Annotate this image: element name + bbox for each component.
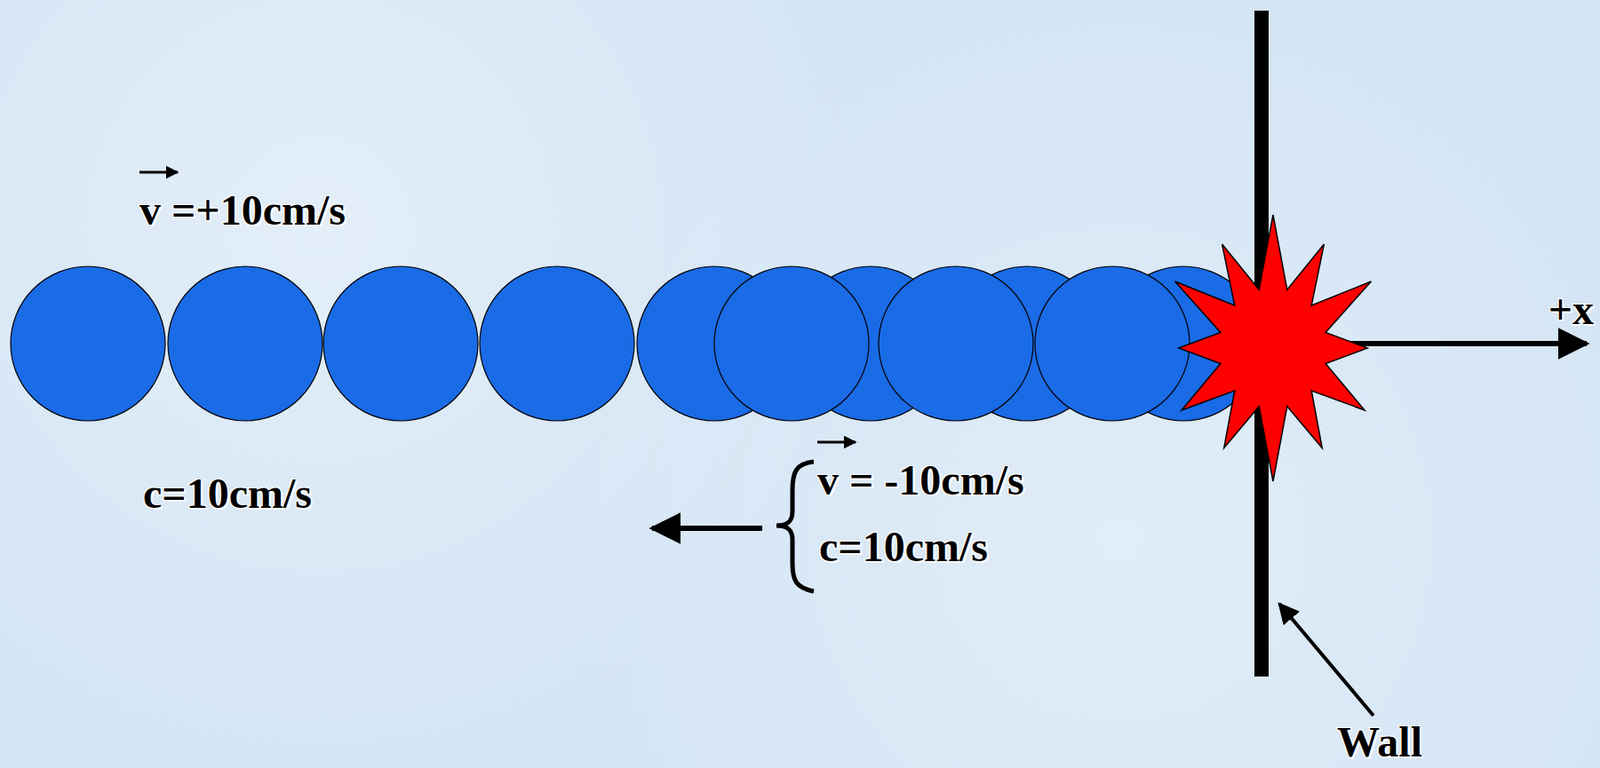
axis-label: +x — [1548, 288, 1594, 332]
velocity-label: v = -10cm/s — [817, 459, 1025, 502]
vector-arrow — [817, 441, 856, 445]
collision-burst — [1175, 214, 1372, 482]
brace — [776, 461, 814, 592]
wall-label: Wall — [1337, 721, 1423, 765]
direction-arrow — [652, 525, 763, 532]
speed-label: c=10cm/s — [143, 472, 312, 516]
velocity-label: v =+10cm/s — [139, 189, 346, 232]
reflected-circles — [636, 266, 1261, 422]
incoming-circles — [10, 266, 635, 422]
vector-arrow — [139, 171, 178, 175]
front-circles — [714, 266, 1190, 422]
leader-line — [1279, 604, 1374, 717]
speed-label: c=10cm/s — [819, 525, 988, 569]
